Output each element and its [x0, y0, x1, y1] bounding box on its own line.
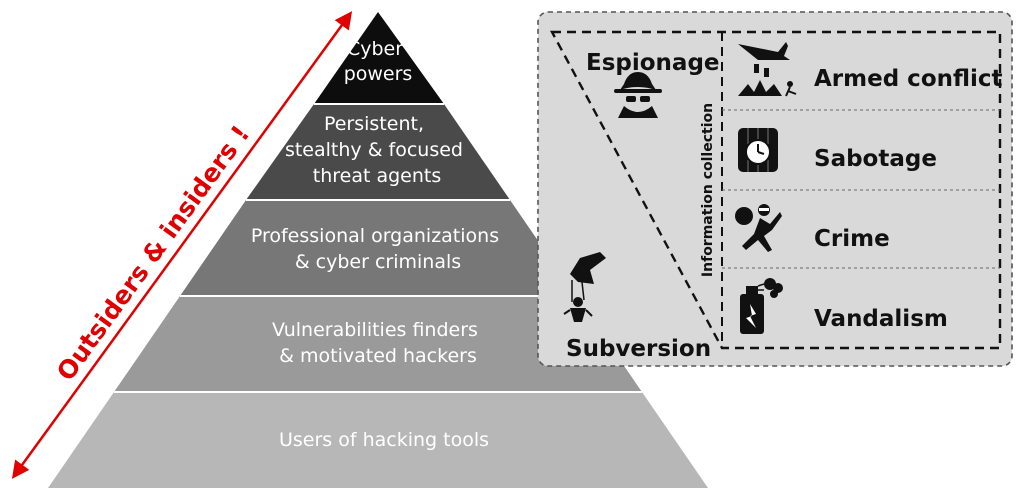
double-arrow-line — [11, 11, 353, 479]
spy-icon — [614, 72, 662, 118]
category-label-sabotage: Sabotage — [814, 146, 937, 172]
tier-label-tool-users: Users of hacking tools — [279, 429, 489, 451]
tier-shape-professional-orgs — [180, 200, 576, 296]
information-collection-label: Information collection — [700, 103, 716, 277]
spray-can-icon — [740, 278, 783, 334]
category-label-crime: Crime — [814, 226, 890, 252]
espionage-label: Espionage — [586, 50, 720, 76]
airstrike-icon — [738, 42, 797, 97]
time-bomb-icon — [738, 128, 778, 172]
category-label-vandalism: Vandalism — [814, 306, 948, 332]
tier-label-cyber-powers: Cyber powers — [344, 38, 413, 85]
categories-trapezoid — [549, 30, 1002, 350]
thief-icon — [735, 204, 782, 252]
threat-panel: Espionage Subversion Information collect… — [537, 11, 1013, 367]
panel-background — [537, 11, 1013, 367]
subversion-label: Subversion — [566, 336, 711, 362]
category-label-armed-conflict: Armed conflict — [814, 66, 1003, 92]
puppeteer-hand-icon — [563, 252, 606, 322]
